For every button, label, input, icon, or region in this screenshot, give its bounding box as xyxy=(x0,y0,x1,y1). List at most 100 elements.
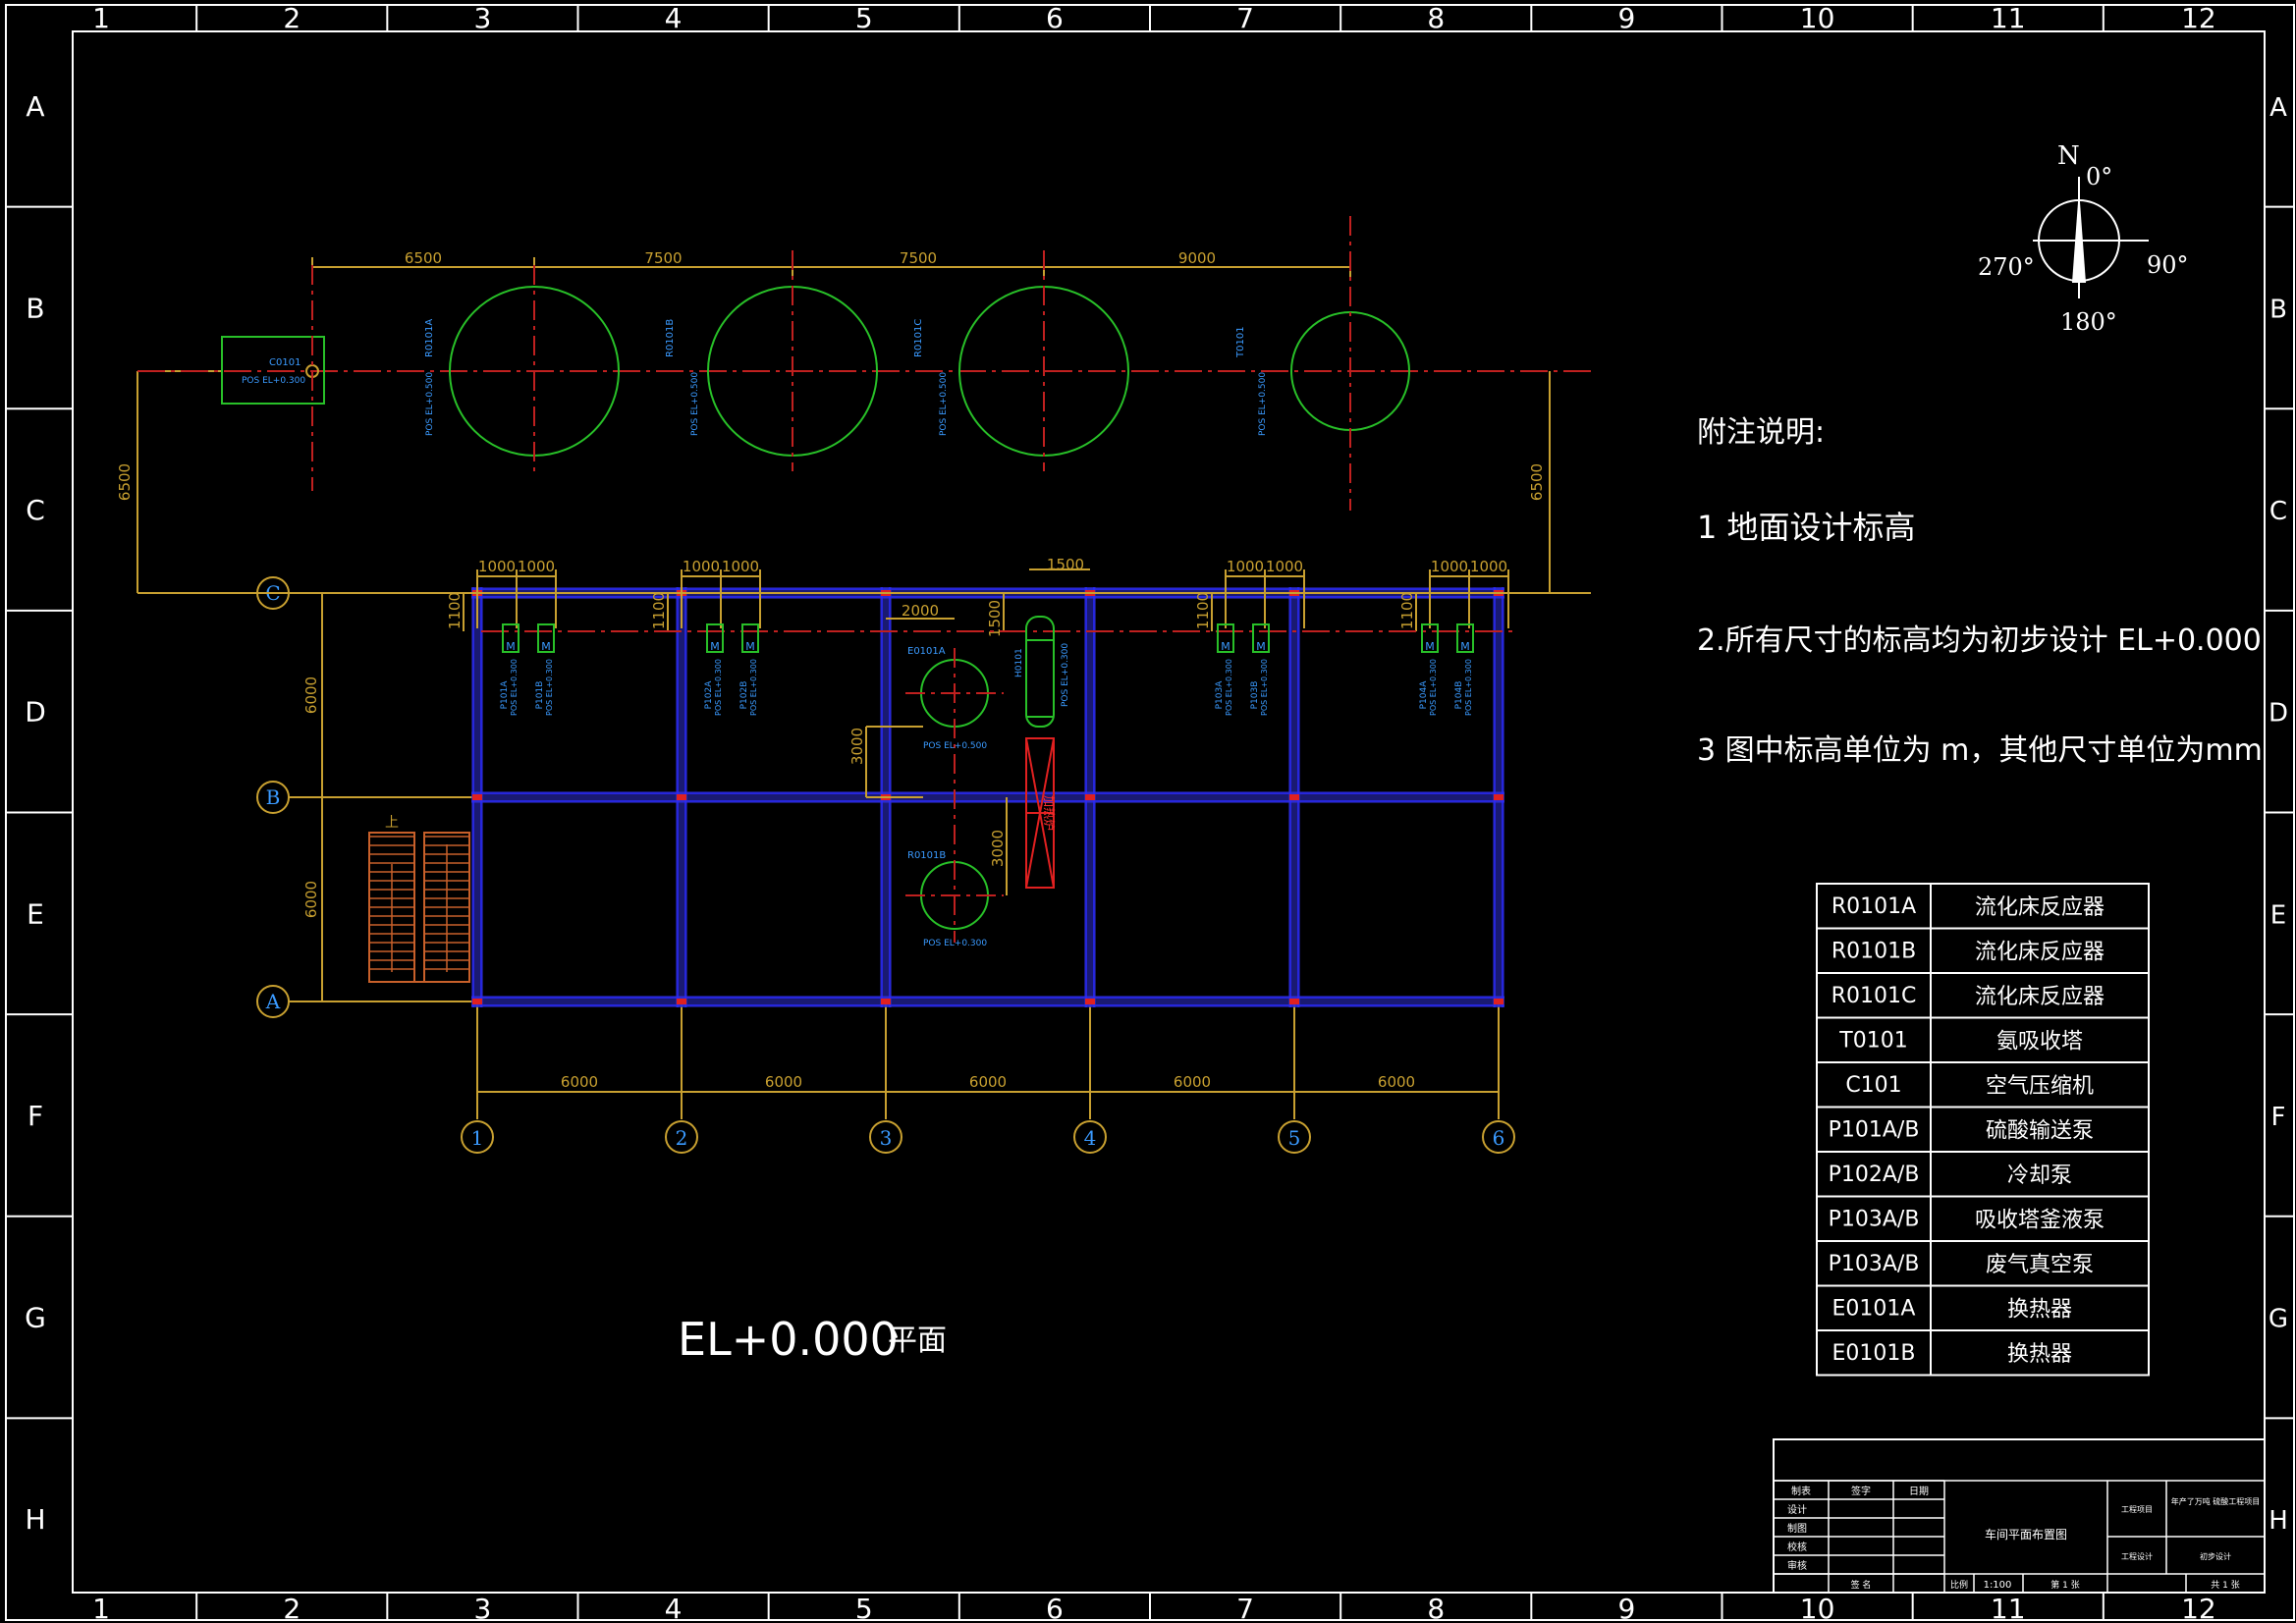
pump-body xyxy=(1217,623,1234,653)
bottom-dim: 6000 xyxy=(561,1073,598,1091)
note-1: 1 地面设计标高 xyxy=(1697,509,1916,546)
legend-code: T0101 xyxy=(1838,1029,1907,1054)
r0101b-low-label: R0101B xyxy=(907,850,946,861)
tb-scale: 1:100 xyxy=(1984,1580,2012,1591)
bottom-dim: 6000 xyxy=(1378,1073,1415,1091)
frame-row-right: C xyxy=(2269,497,2287,526)
top-dim: 6500 xyxy=(405,249,442,267)
bottom-dim: 6000 xyxy=(1174,1073,1211,1091)
grid-col-bubble xyxy=(461,1120,494,1154)
tb-row-label: 制图 xyxy=(1787,1522,1807,1535)
frame-row-right: E xyxy=(2270,900,2286,930)
frame-col-bottom: 1 xyxy=(92,1593,110,1623)
frame-col-top: 2 xyxy=(283,2,301,34)
pump-el: POS EL+0.300 xyxy=(1260,659,1269,716)
grid-col-label: 5 xyxy=(1288,1126,1301,1150)
pump-motor: M xyxy=(506,640,516,653)
tb-design-label: 工程设计 xyxy=(2121,1551,2153,1561)
h0101-label: H0101 xyxy=(1014,648,1024,677)
frame-col-bottom: 6 xyxy=(1046,1593,1064,1623)
pump-motor: M xyxy=(1460,640,1470,653)
frame-col-bottom: 2 xyxy=(283,1593,301,1623)
frame-col-top: 4 xyxy=(665,2,683,34)
legend-name: 空气压缩机 xyxy=(1986,1074,2094,1099)
legend-code: P103A/B xyxy=(1829,1252,1920,1276)
low-el: POS EL+0.300 xyxy=(923,939,987,948)
pump-tag: P102B xyxy=(739,681,749,710)
pump-el: POS EL+0.300 xyxy=(1464,659,1473,716)
frame-row-right: D xyxy=(2269,699,2288,729)
legend-code: P103A/B xyxy=(1829,1208,1920,1232)
tb-row-label: 校核 xyxy=(1787,1541,1807,1553)
grid-col-label: 3 xyxy=(880,1126,893,1150)
pump-dim: 1000 xyxy=(683,558,720,575)
plan-title-suffix: 平面 xyxy=(888,1324,947,1358)
top-dim: 9000 xyxy=(1178,249,1216,267)
pump-body xyxy=(502,623,519,653)
compass-0: 0° xyxy=(2086,163,2112,190)
pump-motor: M xyxy=(1256,640,1266,653)
frame-row-left: C xyxy=(26,494,45,526)
tb-header: 制表 xyxy=(1791,1485,1811,1497)
pump-el: POS EL+0.300 xyxy=(1225,659,1233,716)
tb-row-label: 设计 xyxy=(1787,1503,1807,1516)
frame-row-right: F xyxy=(2271,1103,2286,1132)
grid-row-bubble xyxy=(256,985,290,1018)
pump-body xyxy=(1421,623,1439,653)
frame-row-left: B xyxy=(26,292,44,324)
frame-col-top: 12 xyxy=(2181,2,2216,34)
legend-code: R0101A xyxy=(1831,894,1916,919)
tb-project-value: 年产了万吨 硫酸工程项目 xyxy=(2171,1496,2261,1506)
frame-col-bottom: 8 xyxy=(1427,1593,1445,1623)
legend-name: 换热器 xyxy=(2007,1298,2072,1323)
frame-col-top: 10 xyxy=(1800,2,1835,34)
pump-body xyxy=(537,623,555,653)
grid-col-bubble xyxy=(1073,1120,1107,1154)
tb-sheet: 第 1 张 xyxy=(2050,1579,2079,1591)
dim-3000: 3000 xyxy=(989,830,1007,867)
frame-row-left: H xyxy=(25,1503,45,1536)
r0101c-el: POS EL+0.500 xyxy=(939,372,949,436)
grid-col-label: 4 xyxy=(1084,1126,1097,1150)
legend-name: 废气真空泵 xyxy=(1986,1253,2094,1277)
pump-dim: 1000 xyxy=(478,558,516,575)
dim-1100: 1100 xyxy=(1398,592,1416,629)
frame-col-top: 11 xyxy=(1991,2,2026,34)
frame-row-right: H xyxy=(2269,1506,2288,1536)
top-dim: 7500 xyxy=(900,249,937,267)
pump-motor: M xyxy=(1221,640,1230,653)
compass-180: 180° xyxy=(2060,308,2117,336)
grid-col-label: 6 xyxy=(1493,1126,1505,1150)
pump-el: POS EL+0.300 xyxy=(1429,659,1438,716)
r0101a-label: R0101A xyxy=(424,319,435,357)
frame-row-left: A xyxy=(26,90,44,123)
pump-body xyxy=(1456,623,1474,653)
grid-row-label: A xyxy=(265,990,281,1013)
frame-col-top: 6 xyxy=(1046,2,1064,34)
h0101-el: POS EL+0.300 xyxy=(1061,643,1070,707)
dim-1500-top: 1500 xyxy=(1047,556,1084,573)
legend-code: P102A/B xyxy=(1829,1163,1920,1187)
r0101c-label: R0101C xyxy=(913,319,924,357)
frame-row-right: A xyxy=(2269,93,2287,123)
pump-tag: P104B xyxy=(1454,681,1464,710)
pump-dim: 1000 xyxy=(1470,558,1507,575)
pump-dim: 1000 xyxy=(1266,558,1303,575)
stair-label: 上 xyxy=(385,815,399,831)
pump-body xyxy=(706,623,724,653)
pump-el: POS EL+0.300 xyxy=(545,659,554,716)
pump-el: POS EL+0.300 xyxy=(714,659,723,716)
equipment: C0101 POS EL+0.300 R0101A POS EL+0.500 R… xyxy=(137,216,1591,983)
pump-body xyxy=(741,623,759,653)
frame-col-top: 1 xyxy=(92,2,110,34)
pump-el: POS EL+0.300 xyxy=(749,659,758,716)
notes: 附注说明: 1 地面设计标高 2.所有尺寸的标高均为初步设计 EL+0.000 … xyxy=(1697,415,2263,768)
legend-code: R0101B xyxy=(1831,940,1916,964)
red-tower-label: 加热炉 xyxy=(1042,795,1056,831)
dim-2000: 2000 xyxy=(902,602,939,620)
plan-title: EL+0.000 平面 xyxy=(678,1313,947,1366)
plan-title-main: EL+0.000 xyxy=(678,1313,899,1366)
tb-row-label: 审核 xyxy=(1787,1559,1807,1572)
